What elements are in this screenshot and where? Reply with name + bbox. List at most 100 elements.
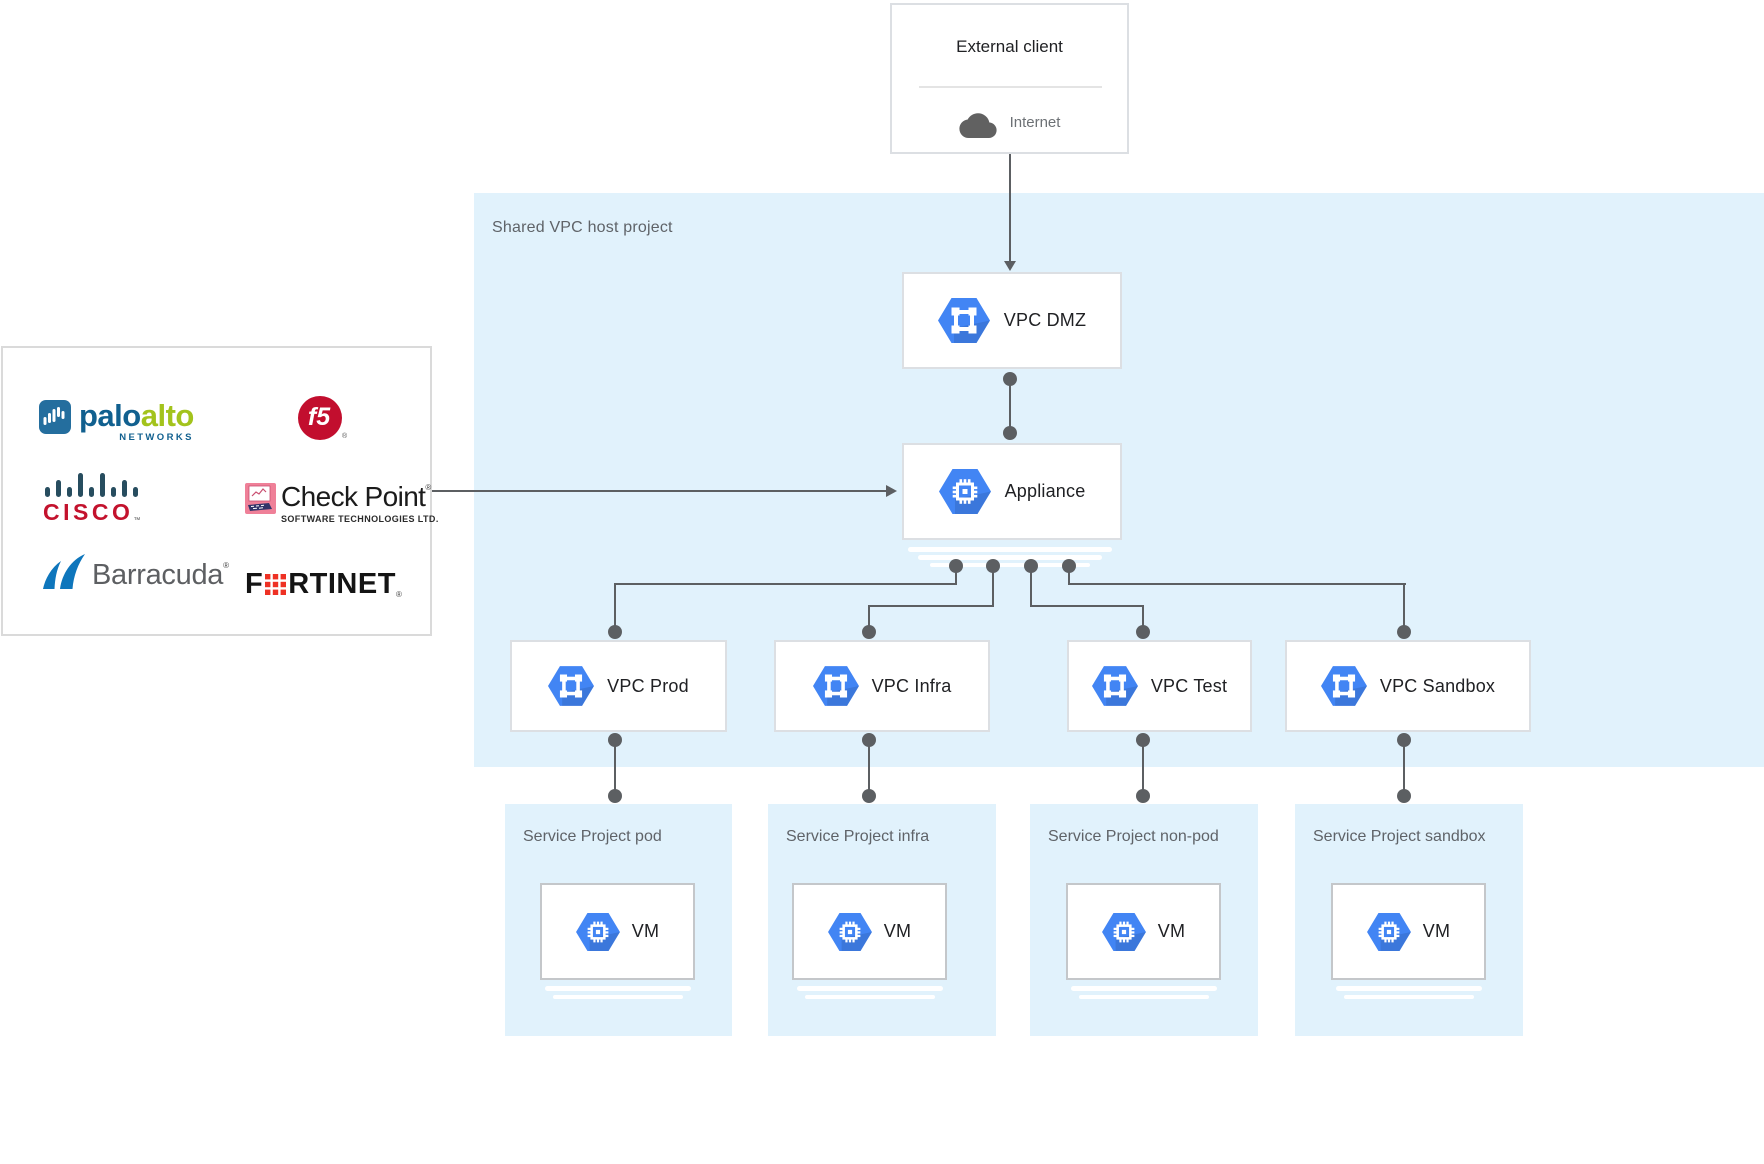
connector-line: [992, 566, 994, 607]
barracuda-icon: [40, 554, 86, 590]
connector-line: [614, 740, 616, 796]
chip-icon: [575, 912, 620, 951]
appliance-node: Appliance: [902, 443, 1122, 540]
vpc-infra-node: VPC Infra: [774, 640, 990, 732]
vm-node: VM: [1066, 883, 1221, 980]
connector-line: [868, 740, 870, 796]
connector-line: [1068, 583, 1406, 585]
connector-line: [1403, 583, 1405, 632]
connector-line: [1142, 740, 1144, 796]
appliance-label: Appliance: [1004, 481, 1086, 501]
chip-icon: [827, 912, 872, 951]
f5-logo: f5 ®: [298, 396, 347, 440]
barracuda-word: Barracuda: [92, 559, 224, 591]
vpc-prod-label: VPC Prod: [607, 675, 689, 696]
connector-line: [1009, 379, 1011, 433]
vpc-dmz-node: VPC DMZ: [902, 272, 1122, 369]
connector-dot: [1136, 625, 1150, 639]
paloalto-word-1: palo: [79, 398, 141, 433]
cisco-word: CISCO: [43, 499, 134, 525]
f5-mark: f5: [307, 402, 331, 431]
vm-label: VM: [883, 921, 912, 941]
external-client-card: External client Internet: [890, 3, 1129, 154]
stack-line: [1343, 994, 1474, 999]
fortinet-icon: [265, 574, 287, 595]
paloalto-word-2: alto: [140, 398, 195, 433]
connector-dot: [862, 625, 876, 639]
internet-label: Internet: [1009, 113, 1061, 131]
stack-line: [552, 994, 683, 999]
vm-node: VM: [540, 883, 695, 980]
chip-icon: [938, 469, 991, 514]
connector-line: [868, 605, 994, 607]
vm-label: VM: [1157, 921, 1186, 941]
connector-line: [614, 583, 957, 585]
checkpoint-word: Check Point: [281, 481, 426, 512]
vpc-sandbox-node: VPC Sandbox: [1285, 640, 1531, 732]
connector-dot: [608, 625, 622, 639]
connector-line: [955, 566, 957, 584]
stack-line: [1070, 986, 1217, 991]
vpc-icon: [1091, 666, 1138, 706]
card-divider: [919, 86, 1102, 88]
cisco-logo: CISCO ™: [43, 470, 140, 524]
connector-line: [1009, 154, 1011, 262]
connector-line: [432, 490, 887, 492]
checkpoint-icon: [245, 483, 276, 514]
f5-icon: f5: [298, 396, 342, 440]
fortinet-reg: ®: [395, 590, 402, 599]
vpc-sandbox-label: VPC Sandbox: [1379, 675, 1496, 696]
stack-line: [908, 547, 1112, 552]
stack-line: [918, 555, 1102, 560]
vpc-test-label: VPC Test: [1150, 675, 1228, 696]
chip-icon: [1366, 912, 1411, 951]
service-project-label: Service Project pod: [523, 828, 662, 845]
paloalto-icon: [39, 400, 71, 434]
barracuda-logo: Barracuda ®: [40, 554, 229, 590]
cloud-icon: [958, 107, 997, 138]
cisco-tm: ™: [133, 517, 141, 524]
vpc-icon: [1320, 666, 1367, 706]
vm-node: VM: [792, 883, 947, 980]
connector-line: [1142, 605, 1144, 632]
vm-label: VM: [1422, 921, 1451, 941]
f5-reg: ®: [342, 433, 348, 440]
vm-label: VM: [631, 921, 660, 941]
connector-dot: [862, 789, 876, 803]
stack-line: [1078, 994, 1209, 999]
barracuda-reg: ®: [223, 561, 230, 570]
connector-dot: [1397, 625, 1411, 639]
connector-line: [868, 605, 870, 632]
connector-dot: [608, 789, 622, 803]
vpc-infra-label: VPC Infra: [871, 675, 952, 696]
vpc-icon: [812, 666, 859, 706]
connector-dot: [1397, 789, 1411, 803]
arrowhead-right: [886, 485, 897, 497]
service-project-label: Service Project non-pod: [1048, 828, 1219, 845]
vpc-prod-node: VPC Prod: [510, 640, 727, 732]
connector-line: [1068, 566, 1070, 585]
host-project-label: Shared VPC host project: [492, 219, 673, 236]
checkpoint-tagline: SOFTWARE TECHNOLOGIES LTD.: [281, 514, 439, 524]
connector-line: [1403, 740, 1405, 796]
external-client-title: External client: [956, 37, 1063, 56]
service-project-label: Service Project sandbox: [1313, 828, 1486, 845]
checkpoint-logo: Check Point ® SOFTWARE TECHNOLOGIES LTD.: [245, 483, 439, 524]
vpc-dmz-label: VPC DMZ: [1003, 310, 1087, 330]
fortinet-part-1: F: [245, 568, 264, 600]
connector-dot: [1003, 426, 1017, 440]
connector-line: [1030, 605, 1144, 607]
stack-line: [796, 986, 943, 991]
vpc-test-node: VPC Test: [1067, 640, 1252, 732]
service-project-label: Service Project infra: [786, 828, 930, 845]
chip-icon: [1101, 912, 1146, 951]
vpc-icon: [548, 666, 595, 706]
vpc-icon: [937, 298, 990, 343]
connector-dot: [1136, 789, 1150, 803]
cisco-icon: [45, 470, 139, 497]
fortinet-logo: F RTINET ®: [245, 568, 402, 600]
stack-line: [1335, 986, 1482, 991]
vm-node: VM: [1331, 883, 1486, 980]
